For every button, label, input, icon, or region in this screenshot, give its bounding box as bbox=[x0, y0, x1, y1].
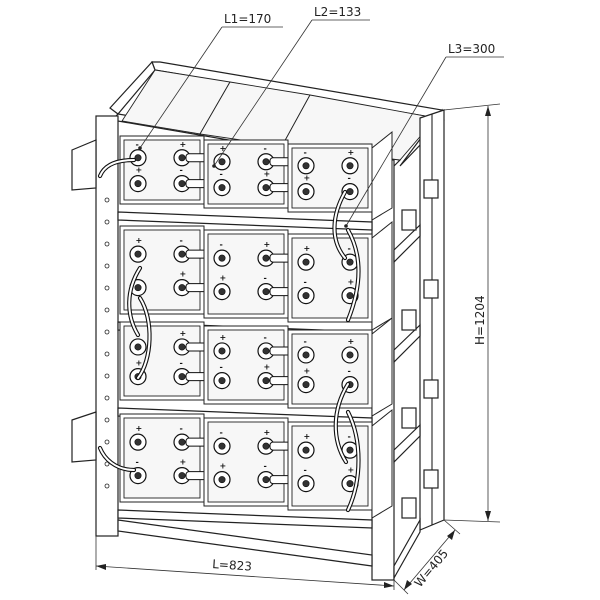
terminal-sign: - bbox=[304, 466, 307, 475]
terminal-sign: - bbox=[348, 432, 351, 441]
terminal-sign: + bbox=[136, 359, 143, 368]
terminal-sign: + bbox=[180, 140, 187, 149]
battery-cell: - + + - bbox=[203, 417, 307, 507]
terminal-sign: + bbox=[264, 170, 271, 179]
battery-row-3: -++-+--+-++- bbox=[117, 316, 393, 427]
terminal-sign: + bbox=[264, 428, 271, 437]
left-clamp-bottom bbox=[71, 411, 97, 463]
post-left-front bbox=[95, 115, 119, 537]
terminal-sign: + bbox=[136, 424, 143, 433]
left-clamp-top bbox=[71, 139, 97, 191]
shelf bbox=[117, 211, 373, 231]
battery-rows: -++-+--+-++-+--+-++-+--+-++-+--+-++-+--+… bbox=[117, 130, 393, 529]
terminal-sign: + bbox=[264, 240, 271, 249]
terminal-sign: - bbox=[264, 144, 267, 153]
terminal-sign: - bbox=[304, 337, 307, 346]
battery-row-4: + - - + - + + - + - - + bbox=[117, 408, 393, 529]
terminal-sign: + bbox=[220, 274, 227, 283]
rack-frame bbox=[71, 60, 445, 581]
terminal-sign: + bbox=[264, 363, 271, 372]
battery-cell: - + + - bbox=[203, 229, 307, 319]
post-bolt-holes bbox=[104, 197, 110, 489]
dim-l-label: L=823 bbox=[212, 557, 252, 574]
battery-cell: + - - + bbox=[119, 413, 223, 503]
terminal-sign: - bbox=[220, 363, 223, 372]
terminal-sign: + bbox=[180, 270, 187, 279]
dim-h-label: H=1204 bbox=[473, 295, 487, 345]
terminal-sign: - bbox=[136, 458, 139, 467]
terminal-sign: + bbox=[304, 174, 311, 183]
terminal-sign: - bbox=[180, 424, 183, 433]
inter-row-cables bbox=[97, 157, 361, 513]
terminal-sign: - bbox=[264, 462, 267, 471]
terminal-sign: + bbox=[180, 329, 187, 338]
terminal-sign: + bbox=[304, 367, 311, 376]
shelf bbox=[117, 509, 373, 529]
terminal-sign: + bbox=[220, 462, 227, 471]
terminal-sign: + bbox=[136, 166, 143, 175]
terminal-sign: + bbox=[304, 244, 311, 253]
battery-cell: + - - + bbox=[119, 225, 223, 315]
terminal-sign: - bbox=[180, 166, 183, 175]
battery-cell: + - - + bbox=[203, 325, 307, 405]
terminal-sign: - bbox=[264, 333, 267, 342]
terminal-sign: - bbox=[136, 140, 139, 149]
dim-l2-label: L2=133 bbox=[314, 5, 361, 19]
terminal-sign: - bbox=[348, 174, 351, 183]
terminal-sign: - bbox=[220, 428, 223, 437]
terminal-sign: + bbox=[220, 144, 227, 153]
terminal-sign: - bbox=[180, 359, 183, 368]
battery-row-1: - + + - + - - + - + + - bbox=[117, 130, 393, 231]
terminal-sign: + bbox=[180, 458, 187, 467]
terminal-sign: - bbox=[348, 244, 351, 253]
terminal-sign: - bbox=[220, 240, 223, 249]
terminal-sign: + bbox=[136, 236, 143, 245]
bottom-rail-front bbox=[117, 519, 373, 567]
terminal-sign: + bbox=[348, 466, 355, 475]
dim-w-label: W=405 bbox=[412, 547, 452, 590]
dim-l1-label: L1=170 bbox=[224, 12, 271, 26]
battery-cell: - + + - bbox=[287, 329, 373, 409]
terminal-sign: - bbox=[348, 367, 351, 376]
terminal-sign: + bbox=[304, 432, 311, 441]
bottom-rail-right bbox=[393, 517, 421, 581]
dim-l3-label: L3=300 bbox=[448, 42, 495, 56]
terminal-sign: + bbox=[348, 278, 355, 287]
terminal-sign: - bbox=[304, 148, 307, 157]
terminal-sign: - bbox=[304, 278, 307, 287]
terminal-sign: - bbox=[220, 170, 223, 179]
terminal-sign: + bbox=[348, 337, 355, 346]
battery-cell: - + + - bbox=[287, 143, 373, 213]
terminal-sign: + bbox=[220, 333, 227, 342]
terminal-sign: - bbox=[264, 274, 267, 283]
battery-row-2: + - - + - + + - + - - + bbox=[117, 220, 393, 341]
terminal-sign: - bbox=[180, 236, 183, 245]
terminal-sign: + bbox=[348, 148, 355, 157]
